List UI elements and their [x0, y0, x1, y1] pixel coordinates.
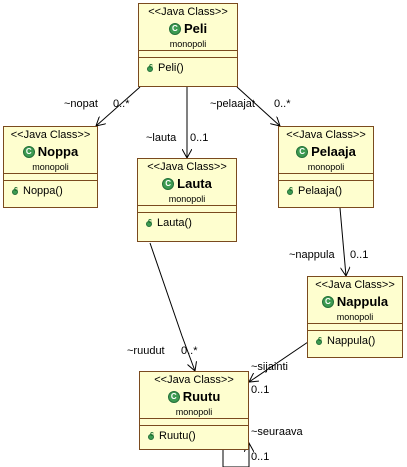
- edge-nappula-ruutu: [249, 341, 309, 382]
- role-nopat: ~nopat: [64, 98, 98, 110]
- attributes-compartment: [138, 206, 236, 213]
- class-c-icon: C: [296, 145, 309, 158]
- class-noppa-name: Noppa: [37, 144, 79, 159]
- attributes-compartment: [140, 419, 248, 426]
- class-c-icon: C: [162, 177, 175, 190]
- class-nappula-header: <<Java Class>> C Nappula monopoli: [308, 277, 402, 324]
- mult-seuraava: 0..1: [251, 451, 270, 463]
- class-peli-name: Peli: [183, 21, 208, 36]
- role-pelaajat: ~pelaajat: [210, 98, 255, 110]
- constructor-icon: c: [12, 186, 18, 195]
- class-c-icon: C: [168, 22, 181, 35]
- stereotype-label: <<Java Class>>: [286, 129, 366, 141]
- class-lauta[interactable]: <<Java Class>> C Lauta monopoli c Lauta(…: [137, 158, 237, 242]
- stereotype-label: <<Java Class>>: [315, 279, 395, 291]
- mult-lauta: 0..1: [190, 132, 209, 144]
- class-nappula[interactable]: <<Java Class>> C Nappula monopoli c Napp…: [307, 276, 403, 358]
- edge-pelaaja-nappula: [339, 207, 346, 276]
- class-lauta-operation: Lauta(): [157, 217, 192, 229]
- class-pelaaja-name: Pelaaja: [311, 144, 356, 159]
- edge-peli-noppa: [96, 86, 141, 126]
- constructor-icon: c: [316, 336, 322, 345]
- class-lauta-name: Lauta: [177, 176, 212, 191]
- class-lauta-header: <<Java Class>> C Lauta monopoli: [138, 159, 236, 206]
- class-noppa[interactable]: <<Java Class>> C Noppa monopoli c Noppa(…: [3, 126, 98, 208]
- attributes-compartment: [4, 174, 97, 181]
- role-nappula: ~nappula: [289, 249, 335, 261]
- mult-nopat: 0..*: [113, 98, 130, 110]
- class-pelaaja-header: <<Java Class>> C Pelaaja monopoli: [279, 127, 373, 174]
- constructor-icon: c: [148, 431, 154, 440]
- constructor-icon: c: [287, 186, 293, 195]
- class-noppa-header: <<Java Class>> C Noppa monopoli: [4, 127, 97, 174]
- edge-peli-pelaaja: [236, 86, 280, 126]
- class-pelaaja[interactable]: <<Java Class>> C Pelaaja monopoli c Pela…: [278, 126, 374, 208]
- attributes-compartment: [139, 51, 237, 58]
- class-lauta-package: monopoli: [168, 194, 206, 204]
- class-pelaaja-package: monopoli: [307, 162, 345, 172]
- class-c-icon: C: [22, 145, 35, 158]
- class-pelaaja-operation: Pelaaja(): [298, 185, 343, 197]
- role-ruudut: ~ruudut: [127, 345, 165, 357]
- attributes-compartment: [279, 174, 373, 181]
- mult-ruudut: 0..*: [181, 345, 198, 357]
- class-peli-header: <<Java Class>> C Peli monopoli: [139, 4, 237, 51]
- class-nappula-name: Nappula: [336, 294, 389, 309]
- constructor-icon: c: [147, 63, 153, 72]
- edge-ruutu-self: [222, 443, 249, 467]
- stereotype-label: <<Java Class>>: [10, 129, 91, 141]
- class-ruutu-operation: Ruutu(): [159, 430, 196, 442]
- class-c-icon: C: [167, 390, 180, 403]
- stereotype-label: <<Java Class>>: [147, 161, 227, 173]
- class-nappula-operation: Nappula(): [327, 335, 376, 347]
- class-peli[interactable]: <<Java Class>> C Peli monopoli c Peli(): [138, 3, 238, 87]
- class-c-icon: C: [321, 295, 334, 308]
- mult-nappula: 0..1: [350, 249, 369, 261]
- class-ruutu[interactable]: <<Java Class>> C Ruutu monopoli c Ruutu(…: [139, 371, 249, 450]
- role-sijainti: ~sijainti: [251, 361, 288, 373]
- mult-pelaajat: 0..*: [274, 98, 291, 110]
- role-lauta: ~lauta: [146, 132, 177, 144]
- attributes-compartment: [308, 324, 402, 331]
- constructor-icon: c: [146, 218, 152, 227]
- class-ruutu-name: Ruutu: [182, 389, 221, 404]
- stereotype-label: <<Java Class>>: [154, 374, 234, 386]
- role-seuraava: ~seuraava: [251, 426, 303, 438]
- class-peli-package: monopoli: [169, 39, 207, 49]
- stereotype-label: <<Java Class>>: [148, 6, 228, 18]
- mult-sijainti: 0..1: [251, 384, 270, 396]
- class-ruutu-package: monopoli: [175, 407, 213, 417]
- class-nappula-package: monopoli: [336, 312, 374, 322]
- class-ruutu-header: <<Java Class>> C Ruutu monopoli: [140, 372, 248, 419]
- class-peli-operation: Peli(): [158, 62, 184, 74]
- edge-lauta-ruutu: [149, 242, 195, 371]
- class-noppa-operation: Noppa(): [23, 185, 63, 197]
- class-noppa-package: monopoli: [32, 162, 69, 172]
